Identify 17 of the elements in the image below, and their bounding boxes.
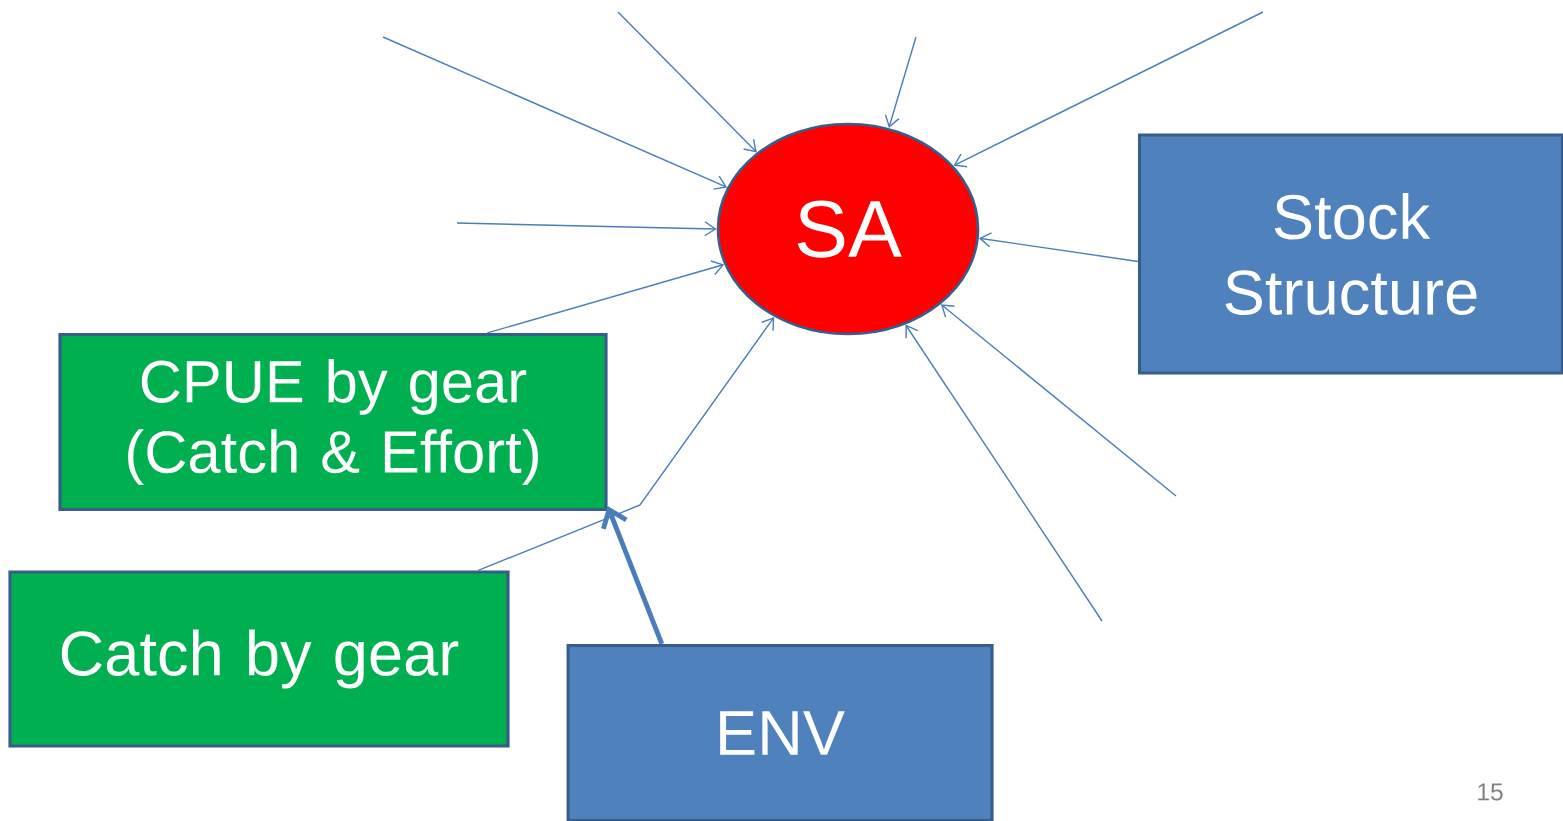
oval-node: SA bbox=[716, 122, 980, 336]
process-box: ENV bbox=[566, 643, 994, 821]
arrow bbox=[953, 11, 1264, 168]
arrow bbox=[884, 36, 917, 128]
process-box: Stock Structure bbox=[1137, 133, 1563, 375]
arrow bbox=[486, 260, 725, 334]
process-box: CPUE by gear (Catch & Effort) bbox=[58, 332, 608, 512]
arrow bbox=[905, 324, 1103, 622]
arrow bbox=[601, 505, 665, 645]
arrow bbox=[617, 11, 757, 153]
page-number: 15 bbox=[1478, 783, 1503, 801]
arrow bbox=[477, 316, 775, 572]
arrow bbox=[456, 221, 717, 237]
process-box: Catch by gear bbox=[8, 570, 510, 748]
arrow bbox=[940, 304, 1177, 497]
arrow bbox=[382, 36, 728, 190]
arrow bbox=[978, 232, 1139, 263]
